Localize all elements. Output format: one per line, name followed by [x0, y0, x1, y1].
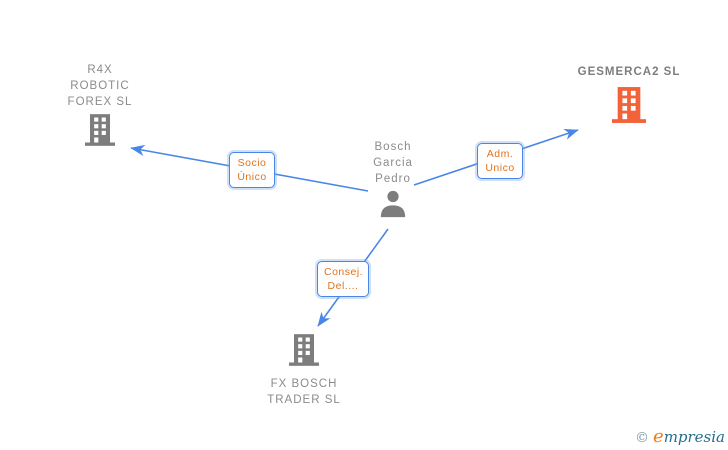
logo-brand-initial: e: [653, 426, 664, 447]
edge-label-line: Único: [237, 171, 267, 183]
person-icon: [378, 189, 408, 224]
edge-label-adm-unico[interactable]: Adm. Unico: [477, 143, 523, 179]
edge-label-line: Adm.: [486, 148, 514, 160]
node-company-fxbosch[interactable]: FX BOSCH TRADER SL: [243, 334, 365, 408]
person-name-line: Pedro: [375, 173, 411, 185]
node-company-r4x[interactable]: R4X ROBOTIC FOREX SL: [40, 62, 160, 151]
edge-label-line: Del....: [327, 280, 359, 292]
node-company-gesmerca2[interactable]: GESMERCA2 SL: [561, 64, 697, 128]
company-name-line: GESMERCA2 SL: [577, 66, 681, 78]
company-name-line: ROBOTIC: [70, 80, 130, 92]
company-name-line: FOREX SL: [67, 96, 133, 108]
building-icon: [289, 334, 319, 371]
person-name-line: Bosch: [374, 141, 412, 153]
edge-label-line: Socio: [237, 157, 267, 169]
edge-label-line: Unico: [485, 162, 515, 174]
copyright-icon: ©: [635, 430, 650, 446]
person-name-line: Garcia: [373, 157, 413, 169]
edge-label-line: Consej.: [324, 266, 364, 278]
logo-brand-rest: mpresia: [663, 428, 725, 446]
empresia-logo[interactable]: ©empresia: [635, 428, 725, 447]
edge-label-consej-del[interactable]: Consej. Del....: [317, 261, 369, 297]
company-name-line: TRADER SL: [267, 394, 341, 406]
building-icon: [85, 114, 115, 151]
company-name-line: FX BOSCH: [270, 378, 338, 390]
building-icon: [612, 87, 646, 128]
node-person-bosch-garcia-pedro[interactable]: Bosch Garcia Pedro: [343, 139, 443, 224]
edge-label-socio-unico[interactable]: Socio Único: [229, 152, 275, 188]
company-name-line: R4X: [87, 64, 113, 76]
